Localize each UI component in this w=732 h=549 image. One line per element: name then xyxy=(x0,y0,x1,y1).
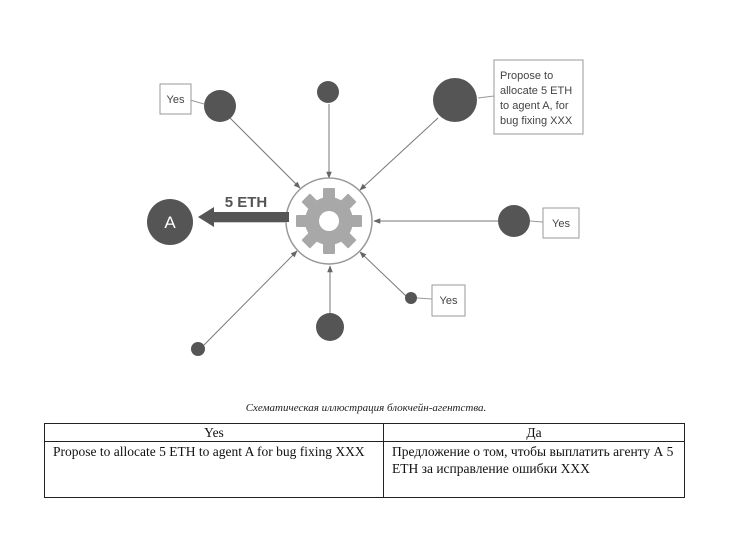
callout-proposal: Propose to allocate 5 ETH to agent A, fo… xyxy=(493,59,584,135)
agent-nodes xyxy=(191,78,530,356)
node-top-left xyxy=(204,90,236,122)
blockchain-agency-diagram: Yes Propose to allocate 5 ETH to agent A… xyxy=(147,59,584,356)
table-cell-translation: Предложение о том, чтобы выплатить агент… xyxy=(383,441,685,498)
table-header-row: Yes Да xyxy=(44,423,685,442)
callout-proposal-line-3: to agent A, for xyxy=(500,100,569,112)
connector-bottom-right xyxy=(359,251,407,297)
node-bottom xyxy=(316,313,344,341)
table-header-translation: Да xyxy=(383,423,685,442)
callout-yes-right-text: Yes xyxy=(552,218,570,230)
connector-lines xyxy=(203,104,499,346)
connector-top-right xyxy=(359,117,439,191)
translation-table: Yes Да Propose to allocate 5 ETH to agen… xyxy=(44,423,685,498)
figure-caption: Схематическая иллюстрация блокчейн-агент… xyxy=(245,402,487,414)
table-cell-original: Propose to allocate 5 ETH to agent A for… xyxy=(44,441,384,498)
connector-bottom-left xyxy=(203,250,298,346)
callout-yes-top-left: Yes xyxy=(159,83,192,115)
callout-yes-right: Yes xyxy=(542,207,580,239)
transfer-arrow: 5 ETH xyxy=(198,194,289,227)
callout-proposal-line-4: bug fixing XXX xyxy=(500,115,573,127)
table-header-original: Yes xyxy=(44,423,384,442)
callout-yes-bottom-right: Yes xyxy=(431,284,466,317)
callout-proposal-line-1: Propose to xyxy=(500,70,553,82)
callout-yes-top-left-text: Yes xyxy=(167,94,185,106)
agent-a-node: A xyxy=(147,199,193,245)
node-right xyxy=(498,205,530,237)
connector-top-left xyxy=(229,117,301,189)
callout-proposal-line-2: allocate 5 ETH xyxy=(500,85,572,97)
node-bottom-left xyxy=(191,342,205,356)
transfer-amount-label: 5 ETH xyxy=(225,194,268,211)
node-bottom-right xyxy=(405,292,417,304)
table-row: Propose to allocate 5 ETH to agent A for… xyxy=(44,441,685,498)
node-top xyxy=(317,81,339,103)
callout-yes-bottom-right-text: Yes xyxy=(440,295,458,307)
node-top-right xyxy=(433,78,477,122)
gear-icon xyxy=(296,188,362,254)
central-hub xyxy=(285,177,373,265)
agent-a-label: A xyxy=(164,213,176,232)
